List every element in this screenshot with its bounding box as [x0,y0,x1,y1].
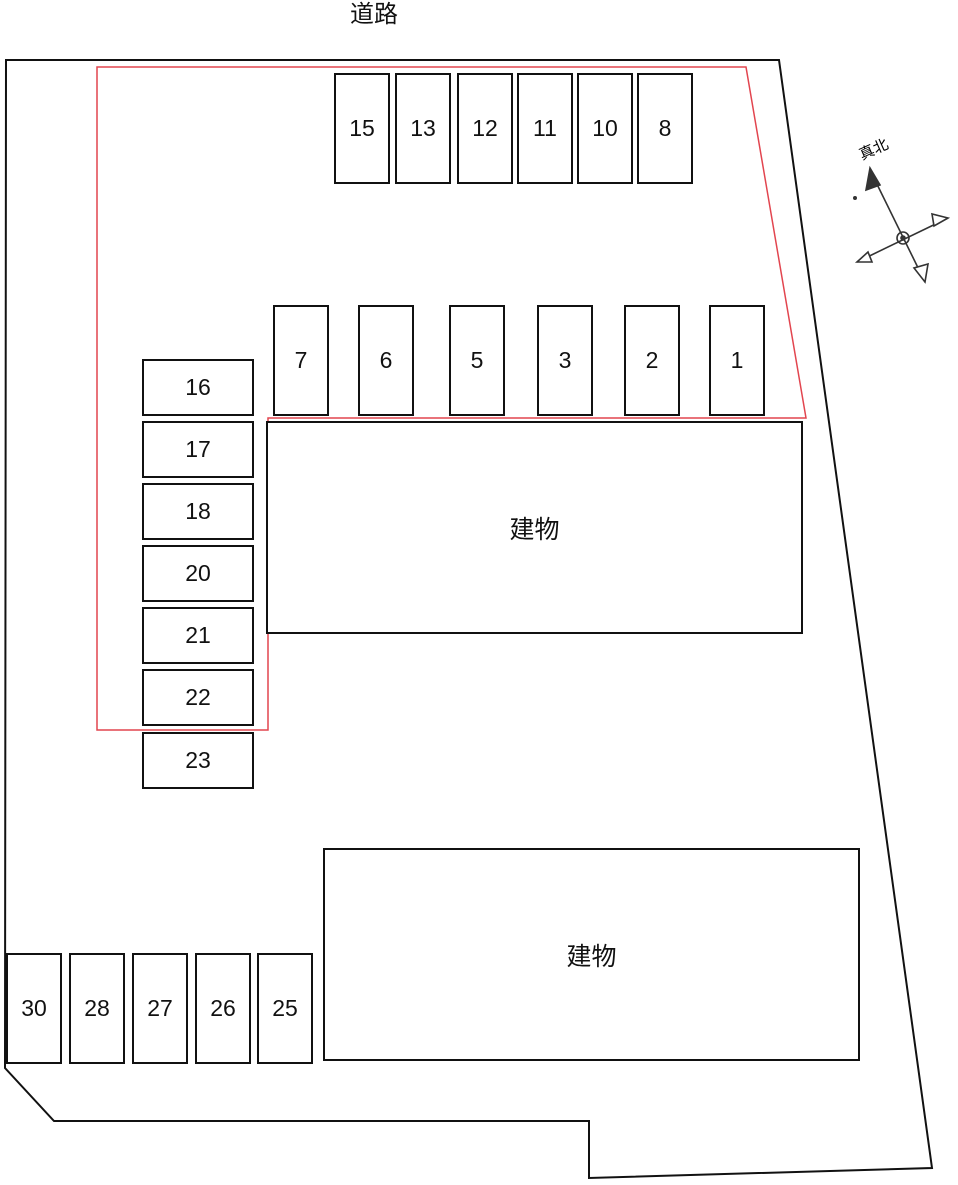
parking-space: 15 [334,73,390,184]
parking-space: 18 [142,483,254,540]
parking-space: 6 [358,305,414,416]
parking-space: 7 [273,305,329,416]
parking-space: 21 [142,607,254,664]
compass-icon [852,165,951,284]
parking-space: 3 [537,305,593,416]
parking-space: 13 [395,73,451,184]
parking-space: 26 [195,953,251,1064]
parking-space: 10 [577,73,633,184]
parking-space: 30 [6,953,62,1064]
parking-space: 17 [142,421,254,478]
parking-space: 11 [517,73,573,184]
north-label: 真北 [856,135,891,164]
parking-space: 12 [457,73,513,184]
parking-space: 27 [132,953,188,1064]
lot-boundary [3,59,934,1180]
highlight-area [96,66,807,731]
parking-space: 20 [142,545,254,602]
parking-space: 25 [257,953,313,1064]
building: 建物 [323,848,860,1061]
building: 建物 [266,421,803,634]
parking-space: 8 [637,73,693,184]
parking-space: 23 [142,732,254,789]
parking-space: 16 [142,359,254,416]
parking-space: 28 [69,953,125,1064]
parking-space: 5 [449,305,505,416]
parking-space: 2 [624,305,680,416]
parking-space: 1 [709,305,765,416]
parking-space: 22 [142,669,254,726]
road-label: 道路 [350,0,398,28]
